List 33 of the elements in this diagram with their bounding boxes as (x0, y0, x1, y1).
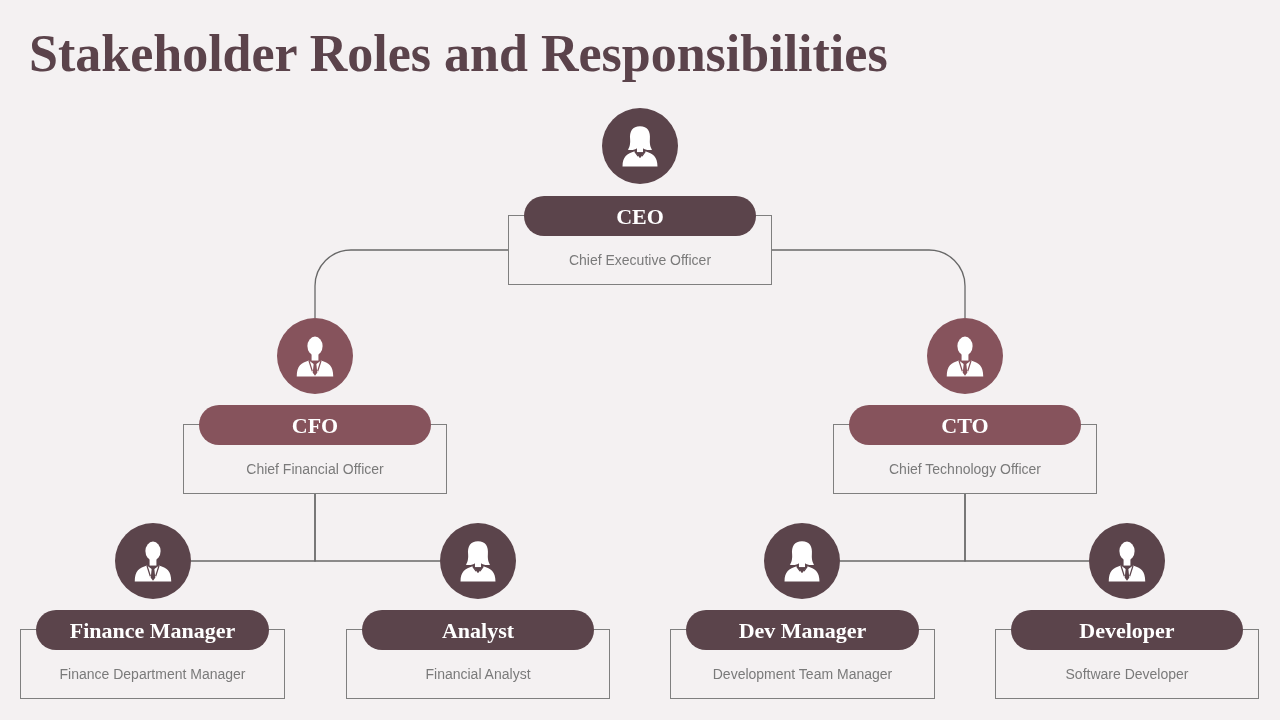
businessman-icon (927, 318, 1003, 394)
role-card (508, 196, 772, 285)
role-title-banner: Dev Manager (686, 610, 919, 650)
role-title-banner: Developer (1011, 610, 1243, 650)
role-title-banner: Finance Manager (36, 610, 269, 650)
role-description: Software Developer (1065, 665, 1189, 684)
slide-title: Stakeholder Roles and Responsibilities (29, 28, 888, 80)
role-title-banner: CEO (524, 196, 756, 236)
role-description: Financial Analyst (425, 665, 531, 684)
role-card (183, 405, 447, 494)
role-card (670, 610, 935, 699)
role-description: Chief Executive Officer (568, 251, 712, 270)
connector-line (771, 249, 966, 319)
role-title-banner: Analyst (362, 610, 594, 650)
role-description: Development Team Manager (712, 665, 893, 684)
role-card (20, 610, 285, 699)
role-description: Finance Department Manager (59, 665, 246, 684)
role-card (833, 405, 1097, 494)
connector-line (314, 493, 441, 562)
businesswoman-icon (764, 523, 840, 599)
businessman-icon (1089, 523, 1165, 599)
businesswoman-icon (602, 108, 678, 184)
connector-line (314, 249, 509, 319)
businessman-icon (277, 318, 353, 394)
role-title-banner: CTO (849, 405, 1081, 445)
role-description: Chief Financial Officer (246, 460, 384, 479)
businessman-icon (115, 523, 191, 599)
connector-line (964, 493, 1090, 562)
role-card (346, 610, 610, 699)
role-description: Chief Technology Officer (889, 460, 1041, 479)
role-title-banner: CFO (199, 405, 431, 445)
businesswoman-icon (440, 523, 516, 599)
role-card (995, 610, 1259, 699)
